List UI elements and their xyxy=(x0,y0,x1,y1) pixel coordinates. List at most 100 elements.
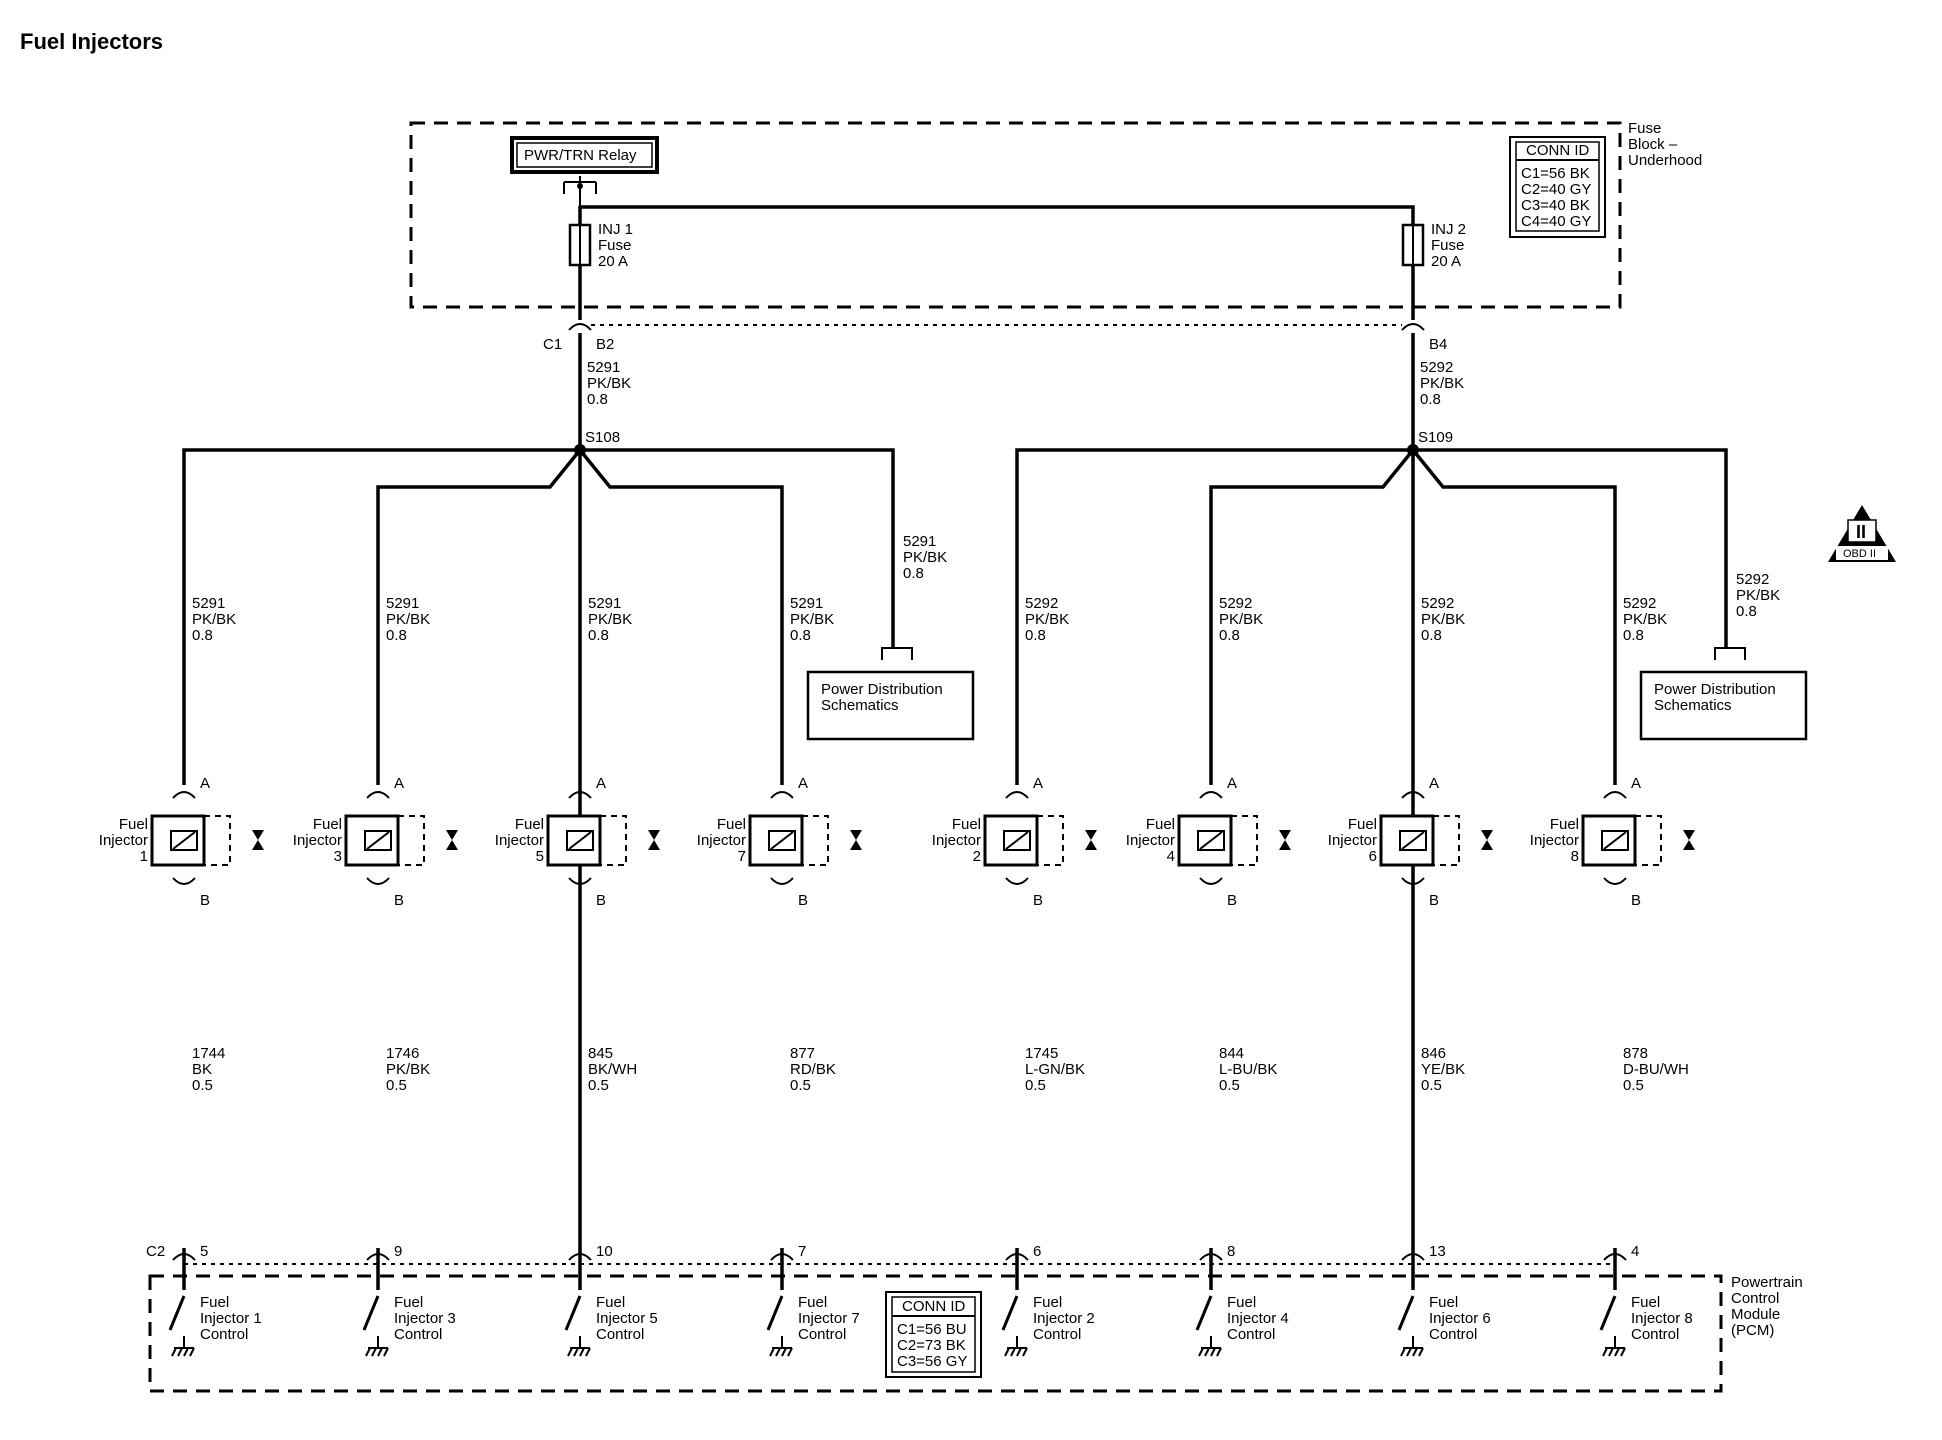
injector-3-control-color: PK/BK xyxy=(386,1061,430,1078)
injector-6-number: 6 xyxy=(1369,848,1377,865)
splice-s108: S108 xyxy=(585,429,620,446)
injector-4-pcm-label-3: Control xyxy=(1227,1326,1275,1343)
injector-5-control-size: 0.5 xyxy=(588,1077,609,1094)
injector-7-supply-size: 0.8 xyxy=(790,627,811,644)
injector-7-pcm-label-2: Injector 7 xyxy=(798,1310,860,1327)
injector-1-pin-b: B xyxy=(200,892,210,909)
fuse-out-pin-b2: B2 xyxy=(596,336,614,353)
injector-8-number: 8 xyxy=(1571,848,1579,865)
fuse-out-pin-b4: B4 xyxy=(1429,336,1447,353)
injector-7-label-2: Injector xyxy=(697,832,746,849)
injector-8-control-num: 878 xyxy=(1623,1045,1648,1062)
injector-5-pcm-label-3: Control xyxy=(596,1326,644,1343)
injector-1-control-num: 1744 xyxy=(192,1045,225,1062)
injector-4-control-size: 0.5 xyxy=(1219,1077,1240,1094)
pd1-wire-color: PK/BK xyxy=(903,549,947,566)
injector-7-pin-a: A xyxy=(798,775,808,792)
injector-8-pcm-label-2: Injector 8 xyxy=(1631,1310,1693,1327)
injector-1-pcm-driver xyxy=(168,1248,195,1357)
fuse-conn-id-line-2: C2=40 GY xyxy=(1521,181,1591,198)
injector-1-supply-size: 0.8 xyxy=(192,627,213,644)
injector-8-label-2: Injector xyxy=(1530,832,1579,849)
injector-8-component xyxy=(1581,814,1695,867)
injector-3-component xyxy=(344,814,458,867)
injector-5-control-color: BK/WH xyxy=(588,1061,637,1078)
injector-4-supply-num: 5292 xyxy=(1219,595,1252,612)
injector-1-number: 1 xyxy=(140,848,148,865)
injector-3-pin-a: A xyxy=(394,775,404,792)
pd2-wire-num: 5292 xyxy=(1736,571,1769,588)
injector-6-supply-size: 0.8 xyxy=(1421,627,1442,644)
injector-7-supply-num: 5291 xyxy=(790,595,823,612)
power-distribution-ref-2: 5292 PK/BK 0.8 Power Distribution Schema… xyxy=(1639,571,1808,741)
injector-4-pin-a: A xyxy=(1227,775,1237,792)
fuse-inj1-line-3: 20 A xyxy=(598,253,628,270)
injector-5-control-num: 845 xyxy=(588,1045,613,1062)
injector-5-column: 5291PK/BK0.8AFuelInjector5B845BK/WH0.510… xyxy=(495,595,660,1357)
injector-1-pin-a: A xyxy=(200,775,210,792)
pd1-wire-size: 0.8 xyxy=(903,565,924,582)
injector-5-pcm-label-2: Injector 5 xyxy=(596,1310,658,1327)
injector-5-supply-size: 0.8 xyxy=(588,627,609,644)
injector-8-supply-num: 5292 xyxy=(1623,595,1656,612)
injector-7-label-1: Fuel xyxy=(717,816,746,833)
injector-7-supply-color: PK/BK xyxy=(790,611,834,628)
pcm-conn-id-line-3: C3=56 GY xyxy=(897,1353,967,1370)
injector-1-pcm-pin: 5 xyxy=(200,1243,208,1260)
injector-6-label-1: Fuel xyxy=(1348,816,1377,833)
fuse-block-label-1: Fuse xyxy=(1628,120,1661,137)
fuse-conn-id-header: CONN ID xyxy=(1526,142,1590,159)
fuse-output-connector: C1 B2 B4 5291 PK/BK 0.8 5292 PK/BK 0.8 xyxy=(543,265,1464,408)
injector-8-pcm-label-3: Control xyxy=(1631,1326,1679,1343)
wire-5291-color: PK/BK xyxy=(587,375,631,392)
injector-2-pcm-label-2: Injector 2 xyxy=(1033,1310,1095,1327)
injector-4-pin-b: B xyxy=(1227,892,1237,909)
injector-4-column: 5292PK/BK0.8AFuelInjector4B844L-BU/BK0.5… xyxy=(1126,595,1291,1357)
injector-3-control-num: 1746 xyxy=(386,1045,419,1062)
pcm-label-4: (PCM) xyxy=(1731,1322,1774,1339)
obd-badge-bottom: OBD II xyxy=(1843,548,1876,560)
injector-7-pin-b: B xyxy=(798,892,808,909)
injector-2-control-size: 0.5 xyxy=(1025,1077,1046,1094)
injector-4-control-color: L-BU/BK xyxy=(1219,1061,1277,1078)
injector-5-number: 5 xyxy=(536,848,544,865)
injector-8-pcm-pin: 4 xyxy=(1631,1243,1639,1260)
injector-7-control-color: RD/BK xyxy=(790,1061,836,1078)
fuse-block-label-2: Block – xyxy=(1628,136,1678,153)
injector-5-pin-a: A xyxy=(596,775,606,792)
injector-1-control-size: 0.5 xyxy=(192,1077,213,1094)
diagram-title: Fuel Injectors xyxy=(20,29,163,54)
relay: PWR/TRN Relay xyxy=(510,136,659,206)
injector-columns: 5291PK/BK0.8AFuelInjector1B1744BK0.55Fue… xyxy=(99,595,1695,1357)
injector-6-pcm-label-3: Control xyxy=(1429,1326,1477,1343)
injector-7-pcm-label-1: Fuel xyxy=(798,1294,827,1311)
injector-2-column: 5292PK/BK0.8AFuelInjector2B1745L-GN/BK0.… xyxy=(932,595,1097,1357)
injector-2-supply-num: 5292 xyxy=(1025,595,1058,612)
fuse-inj2: INJ 2 Fuse 20 A xyxy=(1401,221,1466,270)
injector-3-supply-size: 0.8 xyxy=(386,627,407,644)
injector-1-pcm-label-1: Fuel xyxy=(200,1294,229,1311)
splice-s109: S109 xyxy=(1418,429,1453,446)
wire-5291-size: 0.8 xyxy=(587,391,608,408)
injector-5-pcm-label-1: Fuel xyxy=(596,1294,625,1311)
pd2-label-1: Power Distribution xyxy=(1654,681,1776,698)
pd1-label-2: Schematics xyxy=(821,697,899,714)
injector-6-pcm-label-1: Fuel xyxy=(1429,1294,1458,1311)
injector-2-label-1: Fuel xyxy=(952,816,981,833)
pd1-wire-num: 5291 xyxy=(903,533,936,550)
fuse-inj1-line-2: Fuse xyxy=(598,237,631,254)
injector-6-pin-b: B xyxy=(1429,892,1439,909)
injector-6-control-size: 0.5 xyxy=(1421,1077,1442,1094)
injector-2-pcm-pin: 6 xyxy=(1033,1243,1041,1260)
injector-3-control-size: 0.5 xyxy=(386,1077,407,1094)
obd-badge-top: II xyxy=(1856,522,1866,542)
injector-1-component xyxy=(150,814,264,867)
injector-6-control-num: 846 xyxy=(1421,1045,1446,1062)
fuse-conn-id-line-1: C1=56 BK xyxy=(1521,165,1590,182)
fuse-inj2-line-2: Fuse xyxy=(1431,237,1464,254)
injector-2-number: 2 xyxy=(973,848,981,865)
relay-label: PWR/TRN Relay xyxy=(524,147,637,164)
fuse-inj2-line-1: INJ 2 xyxy=(1431,221,1466,238)
pcm-conn-id-box: CONN ID C1=56 BU C2=73 BK C3=56 GY xyxy=(885,1291,982,1378)
bank-2-wiring: S109 xyxy=(1015,333,1728,1248)
